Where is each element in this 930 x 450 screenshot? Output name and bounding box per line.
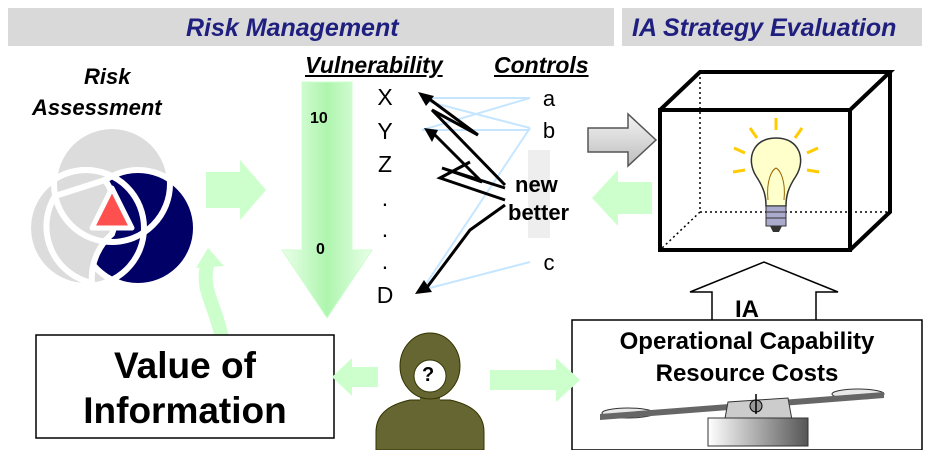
better-control-label: better (508, 200, 570, 225)
vulnerability-header: Vulnerability (305, 52, 443, 78)
arrow-to-vulnerability (206, 160, 266, 220)
risk-management-title: Risk Management (186, 14, 399, 42)
risk-management-band (8, 8, 614, 46)
controls-header: Controls (494, 52, 589, 78)
venn-left-outline (25, 167, 147, 289)
feedback-arrow-head (196, 248, 224, 268)
venn-top-outline (51, 123, 173, 245)
lightbulb-icon (732, 118, 820, 232)
scale-low-label: 0 (316, 241, 325, 258)
balance-scale-icon (600, 388, 885, 447)
arrow-up-to-cube (689, 261, 839, 320)
control-b: b (542, 118, 556, 143)
new-control-label: new (515, 172, 558, 197)
vulnerability-ellipsis-2: . (381, 216, 389, 242)
vulnerability-z: Z (377, 151, 393, 177)
value-of-information-line-1: Value of (114, 345, 256, 386)
question-mark: ? (422, 364, 435, 386)
vulnerability-ellipsis-3: . (381, 248, 389, 274)
ia-strategy-band (622, 8, 922, 46)
arrow-to-value-box (332, 358, 378, 396)
vulnerability-x: X (377, 84, 393, 110)
ia-panel-title: IA (735, 296, 759, 323)
value-of-information-line-2: Information (83, 390, 287, 431)
value-of-information-box (35, 334, 335, 439)
feedback-arrow-curve (198, 260, 229, 340)
risk-assessment-label-1: Risk (84, 64, 131, 89)
control-a: a (542, 86, 556, 111)
venn-center-risk (89, 185, 135, 231)
control-c: c (543, 250, 555, 275)
scale-high-label: 10 (310, 110, 328, 127)
vulnerability-d: D (376, 282, 394, 308)
resource-costs-label: Resource Costs (655, 360, 839, 387)
risk-assessment-label-2: Assessment (32, 95, 162, 120)
vulnerability-scale-arrow (281, 81, 373, 319)
ia-cube (658, 70, 896, 252)
venn-diagram (25, 123, 199, 289)
arrow-from-ia-box (592, 170, 652, 226)
new-controls-highlight (528, 150, 550, 238)
arrow-to-ia-box (587, 112, 658, 168)
arrow-to-ia-panel (490, 358, 580, 402)
operational-capability-label: Operational Capability (619, 328, 875, 355)
new-control-links (423, 96, 507, 291)
decision-maker-icon (375, 332, 485, 450)
new-control-arrowheads (415, 92, 438, 294)
vulnerability-y: Y (377, 118, 393, 144)
vulnerability-ellipsis-1: . (381, 185, 389, 211)
ia-strategy-title: IA Strategy Evaluation (632, 14, 897, 42)
existing-control-links (421, 97, 531, 291)
